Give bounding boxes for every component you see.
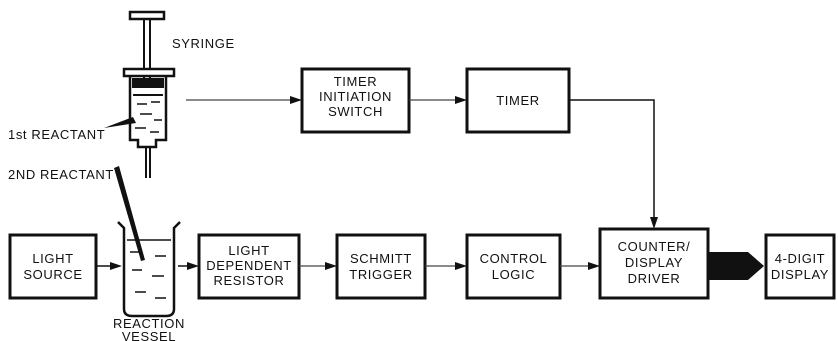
schmitt-trigger-block: [335, 233, 427, 300]
ldr-label-line-3: RESISTOR: [213, 273, 284, 288]
syringe-plunger-cap: [128, 10, 166, 21]
first-reactant-label: 1st REACTANT: [8, 127, 105, 142]
syringe-to-timer-switch-arrowhead: [290, 96, 302, 104]
light-source-label-line-2: SOURCE: [23, 267, 82, 282]
control-logic-label-line-1: CONTROL: [480, 251, 548, 266]
schmitt-label-line-1: SCHMITT: [350, 251, 412, 266]
counter-driver-label-line-1: COUNTER/: [618, 239, 691, 254]
vessel-liquid-marks: [130, 251, 166, 299]
light-source-label-line-1: LIGHT: [32, 251, 73, 266]
light-dependent-resistor-block: [197, 233, 301, 300]
ldr-label-line-1: LIGHT: [228, 243, 269, 258]
timer-to-counter-line: [569, 99, 655, 221]
timer-switch-label-line-1: TIMER: [334, 74, 377, 89]
syringe-label: SYRINGE: [172, 36, 235, 51]
syringe-plunger-seal: [132, 78, 164, 88]
reaction-vessel: [117, 221, 181, 318]
counter-display-driver-block: [598, 227, 710, 300]
timer-block: [465, 67, 571, 134]
timer-to-counter-arrowhead: [650, 217, 658, 229]
four-digit-display-block: [764, 233, 836, 300]
syringe-liquid-marks: [135, 101, 162, 133]
vessel-to-ldr-arrowhead: [187, 262, 199, 270]
counter-to-display-bus-arrow: [708, 252, 764, 280]
counter-driver-label-line-3: DRIVER: [628, 271, 681, 286]
control-logic-to-counter-arrowhead: [588, 262, 600, 270]
display-label-line-1: 4-DIGIT: [775, 251, 825, 266]
ldr-to-schmitt-arrowhead: [325, 262, 337, 270]
reaction-vessel-beaker: [117, 221, 181, 318]
light-source-block: [8, 233, 98, 300]
light-source-to-vessel-arrowhead: [110, 262, 122, 270]
second-reactant-pointer: [114, 166, 145, 261]
timer-switch-to-timer-arrowhead: [455, 96, 467, 104]
reaction-vessel-label-line-1: REACTION: [113, 316, 185, 331]
schmitt-to-control-logic-arrowhead: [455, 262, 467, 270]
syringe: [122, 10, 176, 178]
timer-switch-label-line-2: INITIATION: [319, 89, 392, 104]
display-label-line-2: DISPLAY: [771, 267, 829, 282]
timer-initiation-switch-block: [300, 67, 411, 134]
timer-switch-label-line-3: SWITCH: [328, 104, 383, 119]
syringe-flange: [122, 67, 176, 78]
schmitt-label-line-2: TRIGGER: [349, 267, 412, 282]
counter-driver-label-line-2: DISPLAY: [625, 255, 683, 270]
timer-label: TIMER: [496, 93, 539, 108]
control-logic-label-line-2: LOGIC: [492, 267, 535, 282]
reaction-vessel-label-line-2: VESSEL: [122, 329, 176, 341]
second-reactant-label: 2ND REACTANT: [8, 167, 114, 182]
first-reactant-pointer: [104, 117, 136, 128]
ldr-label-line-2: DEPENDENT: [206, 258, 292, 273]
